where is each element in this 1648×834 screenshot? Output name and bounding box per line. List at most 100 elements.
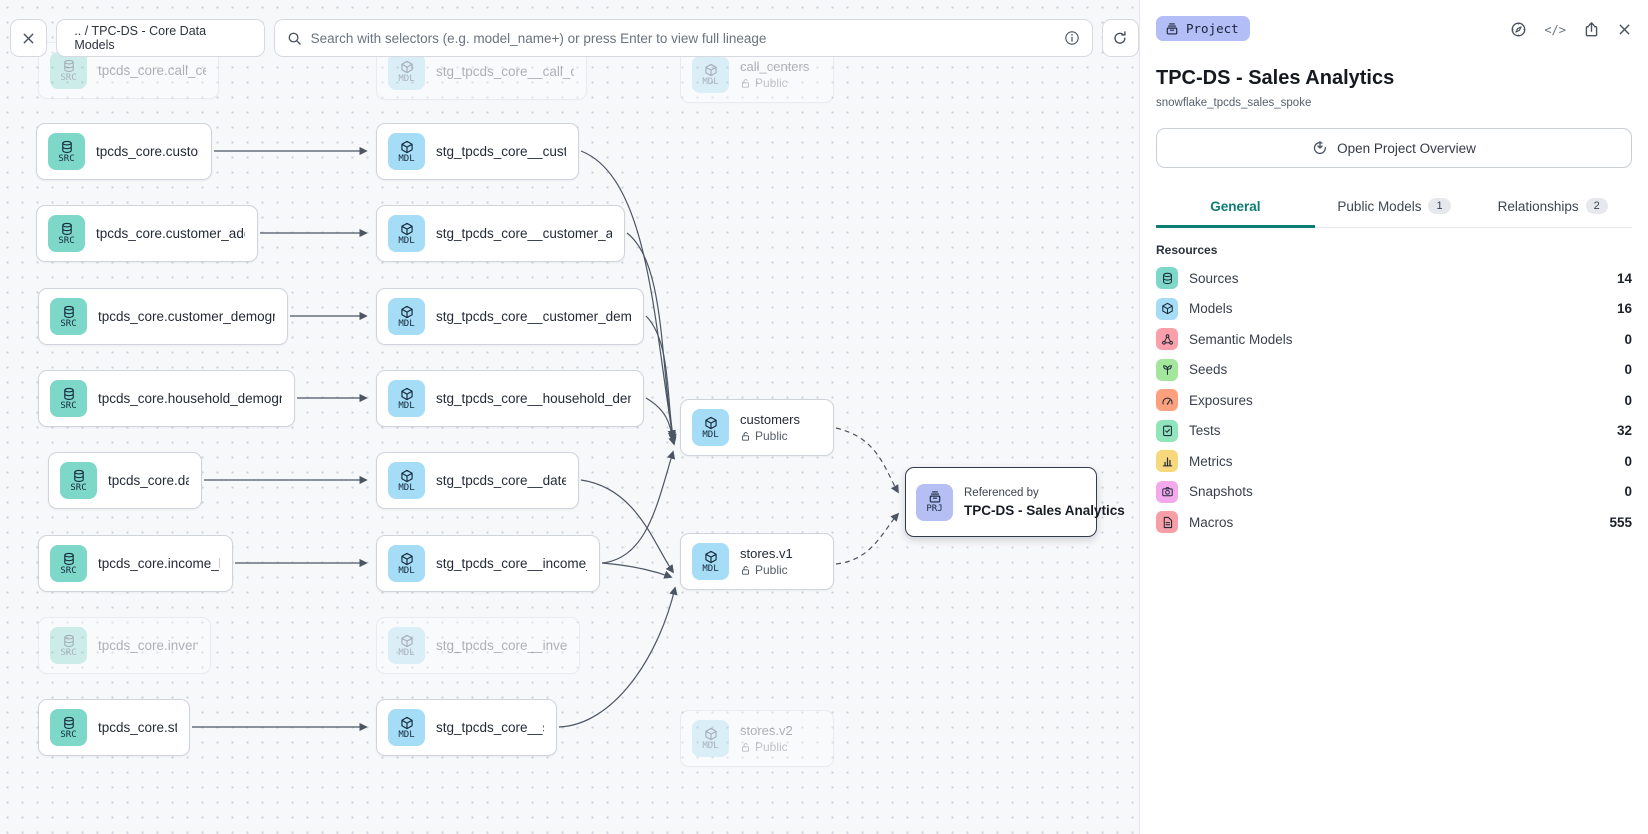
open-project-overview-button[interactable]: Open Project Overview <box>1156 128 1632 168</box>
seedling-icon <box>1156 358 1178 381</box>
model-node-stg-customer[interactable]: MDL stg_tpcds_core__customer <box>376 123 579 180</box>
model-badge: MDL <box>692 720 729 757</box>
referenced-by-caption: Referenced by <box>964 486 1039 499</box>
node-label: customers <box>740 412 800 427</box>
source-badge: SRC <box>50 545 87 582</box>
source-node-customer[interactable]: SRC tpcds_core.customer <box>36 123 212 180</box>
source-badge: SRC <box>50 709 87 746</box>
resource-count: 0 <box>1624 392 1632 408</box>
model-badge: MDL <box>388 627 425 664</box>
node-label: call_centers <box>740 59 810 74</box>
lineage-canvas[interactable]: SRC tpcds_core.call_center SRC tpcds_cor… <box>0 0 1139 834</box>
resource-count: 16 <box>1616 301 1632 317</box>
visibility-label: Public <box>740 563 793 577</box>
model-badge: MDL <box>388 133 425 170</box>
node-label: tpcds_core.store <box>98 720 177 735</box>
unlock-icon <box>740 78 751 89</box>
semantic-graph-icon <box>1156 328 1178 351</box>
source-node-inventory[interactable]: SRC tpcds_core.inventory <box>38 617 211 674</box>
source-node-household-demographics[interactable]: SRC tpcds_core.household_demographics <box>38 370 295 427</box>
resources-heading: Resources <box>1156 243 1218 257</box>
node-label: stg_tpcds_core__inventory <box>436 638 567 653</box>
node-label: stg_tpcds_core__store <box>436 720 544 735</box>
unlock-icon <box>740 565 751 576</box>
source-badge: SRC <box>50 52 87 89</box>
bar-chart-icon <box>1156 450 1178 473</box>
model-node-stg-income-band[interactable]: MDL stg_tpcds_core__income_band <box>376 535 600 592</box>
close-lineage-button[interactable] <box>10 19 48 57</box>
node-label: tpcds_core.customer_address <box>96 226 245 241</box>
model-node-stg-household-demographics[interactable]: MDL stg_tpcds_core__household_demogr… <box>376 370 644 427</box>
model-badge: MDL <box>388 709 425 746</box>
resource-row-seeds: Seeds 0 <box>1156 355 1632 386</box>
info-icon[interactable] <box>1064 30 1080 46</box>
tab-general[interactable]: General <box>1156 189 1315 228</box>
clipboard-check-icon <box>1156 419 1178 442</box>
public-model-node-stores-v1[interactable]: MDL stores.v1 Public <box>680 533 834 590</box>
project-node-referenced-by[interactable]: PRJ Referenced by TPC-DS - Sales Analyti… <box>905 467 1125 537</box>
source-badge: SRC <box>50 380 87 417</box>
model-badge: MDL <box>388 298 425 335</box>
public-model-node-customers[interactable]: MDL customers Public <box>680 399 834 456</box>
model-node-stg-customer-address[interactable]: MDL stg_tpcds_core__customer_address <box>376 205 625 262</box>
node-label: stg_tpcds_core__call_center <box>436 64 574 79</box>
project-node-name: TPC-DS - Sales Analytics <box>964 502 1125 518</box>
project-subtitle: snowflake_tpcds_sales_spoke <box>1156 97 1312 109</box>
explore-compass-icon[interactable] <box>1510 21 1527 38</box>
model-badge: MDL <box>388 215 425 252</box>
code-icon[interactable]: </> <box>1544 22 1566 37</box>
source-node-income-band[interactable]: SRC tpcds_core.income_band <box>38 535 233 592</box>
source-badge: SRC <box>50 298 87 335</box>
model-badge: MDL <box>388 545 425 582</box>
resource-row-exposures: Exposures 0 <box>1156 385 1632 416</box>
gauge-icon <box>1156 389 1178 412</box>
model-node-stg-inventory[interactable]: MDL stg_tpcds_core__inventory <box>376 617 580 674</box>
tab-count-badge: 2 <box>1585 198 1608 214</box>
visibility-label: Public <box>740 429 800 443</box>
source-badge: SRC <box>50 627 87 664</box>
visibility-label: Public <box>740 76 809 90</box>
model-badge: MDL <box>692 543 729 580</box>
source-node-date-dim[interactable]: SRC tpcds_core.date_dim <box>48 452 202 509</box>
node-label: tpcds_core.household_demographics <box>98 391 282 406</box>
search-input[interactable] <box>310 30 1055 46</box>
resource-count: 0 <box>1624 331 1632 347</box>
camera-icon <box>1156 480 1178 503</box>
node-label: tpcds_core.date_dim <box>108 473 189 488</box>
resource-count: 555 <box>1609 514 1632 530</box>
node-label: stg_tpcds_core__customer <box>436 144 566 159</box>
node-label: stg_tpcds_core__date_dim <box>436 473 566 488</box>
model-node-stg-store[interactable]: MDL stg_tpcds_core__store <box>376 699 557 756</box>
model-badge: MDL <box>388 380 425 417</box>
source-node-customer-demographics[interactable]: SRC tpcds_core.customer_demographics <box>38 288 288 345</box>
model-node-stg-customer-demographics[interactable]: MDL stg_tpcds_core__customer_demogra… <box>376 288 644 345</box>
source-badge: SRC <box>60 462 97 499</box>
model-badge: MDL <box>388 53 425 90</box>
source-node-customer-address[interactable]: SRC tpcds_core.customer_address <box>36 205 258 262</box>
node-label: stg_tpcds_core__income_band <box>436 556 587 571</box>
lineage-toolbar: .. / TPC-DS - Core Data Models <box>10 19 1139 57</box>
resource-row-macros: Macros 555 <box>1156 507 1632 538</box>
public-model-node-stores-v2[interactable]: MDL stores.v2 Public <box>680 710 834 767</box>
source-node-store[interactable]: SRC tpcds_core.store <box>38 699 190 756</box>
share-icon[interactable] <box>1583 21 1600 38</box>
close-panel-icon[interactable] <box>1617 22 1632 37</box>
refresh-lineage-button[interactable] <box>1101 19 1139 57</box>
node-label: stg_tpcds_core__customer_demogra… <box>436 309 631 324</box>
refresh-icon <box>1112 30 1128 46</box>
lineage-search <box>273 19 1093 57</box>
resource-row-metrics: Metrics 0 <box>1156 446 1632 477</box>
node-label: tpcds_core.inventory <box>98 638 198 653</box>
model-badge: MDL <box>692 409 729 446</box>
resource-count: 0 <box>1624 484 1632 500</box>
model-node-stg-date-dim[interactable]: MDL stg_tpcds_core__date_dim <box>376 452 579 509</box>
resource-row-sources: Sources 14 <box>1156 263 1632 294</box>
source-badge: SRC <box>48 215 85 252</box>
breadcrumb[interactable]: .. / TPC-DS - Core Data Models <box>56 19 265 57</box>
resource-count: 0 <box>1624 453 1632 469</box>
cube-icon <box>1156 297 1178 320</box>
